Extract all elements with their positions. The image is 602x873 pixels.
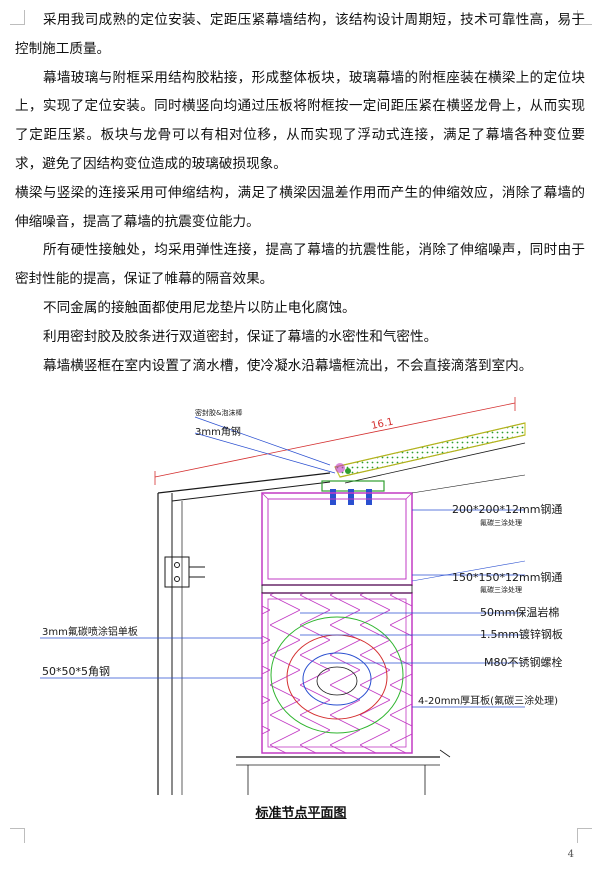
top-dimension: 16.1 bbox=[154, 397, 516, 485]
right-side-lines bbox=[411, 474, 526, 582]
glass-panel bbox=[334, 422, 526, 484]
wall-bracket bbox=[164, 556, 205, 588]
paragraph-3: 横梁与竖梁的连接采用可伸缩结构，满足了横梁因温差作用而产生的伸缩效应，消除了幕墙… bbox=[15, 184, 585, 230]
crop-mark-top-left bbox=[10, 10, 25, 25]
steel-tube-200 bbox=[261, 492, 413, 586]
paragraph-7: 幕墙横竖框在室内设置了滴水槽，使冷凝水沿幕墙框流出，不会直接滴落到室内。 bbox=[43, 357, 533, 374]
label-plate-4-20: 4-20mm厚耳板(氟碳三涂处理) bbox=[418, 694, 558, 707]
top-dimension-label: 16.1 bbox=[370, 417, 394, 432]
label-insulation: 50mm保温岩棉 bbox=[480, 605, 559, 619]
cad-section-svg: 16.1 bbox=[40, 397, 563, 795]
label-bolt: M80不锈钢螺栓 bbox=[484, 655, 563, 669]
label-sealant: 密封胶&泡沫棒 bbox=[195, 408, 242, 417]
crop-mark-bottom-left bbox=[10, 828, 25, 843]
paragraph-6: 利用密封胶及胶条进行双道密封，保证了幕墙的水密性和气密性。 bbox=[43, 328, 438, 345]
paragraph-4: 所有硬性接触处，均采用弹性连接，提高了幕墙的抗震性能，消除了伸缩噪声，同时由于密… bbox=[15, 242, 585, 288]
crop-mark-top-right bbox=[577, 10, 592, 25]
label-plate-3mm: 3mm氟碳喷涂铝单板 bbox=[42, 625, 138, 638]
pressure-plate bbox=[321, 480, 385, 505]
label-tube-150-note: 氟碳三涂处理 bbox=[480, 585, 522, 594]
page-number: 4 bbox=[567, 849, 574, 860]
label-tube-150: 150*150*12mm钢通 bbox=[452, 571, 562, 584]
body-text: 采用我司成熟的定位安装、定距压紧幕墙结构，该结构设计周期短，技术可靠性高，易于控… bbox=[15, 6, 585, 380]
paragraph-5: 不同金属的接触面都使用尼龙垫片以防止电化腐蚀。 bbox=[43, 299, 356, 316]
label-angle-50: 50*50*5角钢 bbox=[42, 665, 110, 678]
paragraph-1: 采用我司成熟的定位安装、定距压紧幕墙结构，该结构设计周期短，技术可靠性高，易于控… bbox=[15, 12, 585, 57]
label-plate-1-5: 1.5mm镀锌钢板 bbox=[480, 627, 563, 641]
callout-labels: 密封胶&泡沫棒 3mm角钢 200*200*12mm钢通 氟碳三涂处理 150*… bbox=[42, 408, 563, 707]
figure-caption: 标准节点平面图 bbox=[255, 806, 347, 821]
paragraph-2: 幕墙玻璃与附框采用结构胶粘接，形成整体板块，玻璃幕墙的附框座装在横梁上的定位块上… bbox=[15, 69, 585, 172]
callout-leaders bbox=[40, 416, 525, 708]
crop-mark-bottom-right bbox=[577, 828, 592, 843]
insulated-column bbox=[261, 584, 413, 754]
sealant-detail bbox=[335, 463, 351, 474]
base-plate bbox=[236, 749, 451, 795]
label-angle-3mm: 3mm角钢 bbox=[195, 425, 241, 438]
label-tube-200-note: 氟碳三涂处理 bbox=[480, 518, 522, 527]
node-plan-drawing: 16.1 bbox=[0, 385, 602, 795]
left-wall-frame bbox=[157, 472, 331, 795]
label-tube-200: 200*200*12mm钢通 bbox=[452, 503, 562, 516]
